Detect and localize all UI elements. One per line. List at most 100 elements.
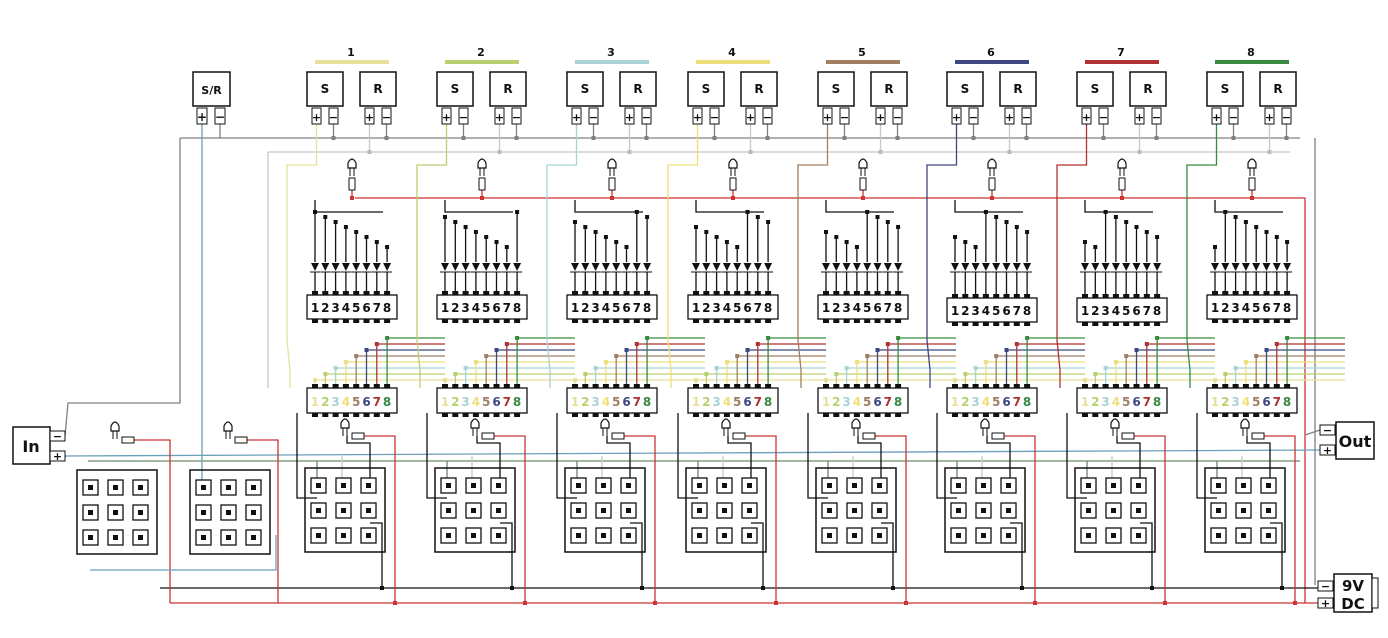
key-button[interactable] — [1000, 477, 1017, 494]
set-switch[interactable]: S+− — [687, 71, 725, 125]
key-button[interactable] — [1080, 477, 1097, 494]
key-button[interactable] — [440, 527, 457, 544]
key-button[interactable] — [107, 504, 124, 521]
key-button[interactable] — [821, 477, 838, 494]
key-button[interactable] — [620, 477, 637, 494]
key-button[interactable] — [465, 527, 482, 544]
key-button[interactable] — [691, 502, 708, 519]
key-button[interactable] — [310, 477, 327, 494]
key-button[interactable] — [1260, 502, 1277, 519]
key-button[interactable] — [132, 529, 149, 546]
key-button[interactable] — [950, 527, 967, 544]
key-button[interactable] — [846, 527, 863, 544]
key-button[interactable] — [310, 527, 327, 544]
key-button[interactable] — [620, 527, 637, 544]
key-button[interactable] — [846, 502, 863, 519]
key-button[interactable] — [741, 502, 758, 519]
key-button[interactable] — [741, 477, 758, 494]
key-button[interactable] — [1210, 502, 1227, 519]
key-button[interactable] — [691, 527, 708, 544]
key-button[interactable] — [82, 529, 99, 546]
key-button[interactable] — [1130, 477, 1147, 494]
key-button[interactable] — [490, 502, 507, 519]
key-button[interactable] — [465, 477, 482, 494]
key-button[interactable] — [871, 477, 888, 494]
key-button[interactable] — [871, 502, 888, 519]
key-button[interactable] — [132, 479, 149, 496]
key-button[interactable] — [570, 502, 587, 519]
key-button[interactable] — [975, 527, 992, 544]
reset-switch[interactable]: R+− — [489, 71, 527, 125]
reset-switch[interactable]: R+− — [999, 71, 1037, 125]
key-button[interactable] — [107, 479, 124, 496]
key-button[interactable] — [245, 479, 262, 496]
dc-supply-jack[interactable]: 9V DC − + — [1317, 573, 1379, 613]
set-switch[interactable]: S+− — [566, 71, 604, 125]
reset-switch[interactable]: R+− — [870, 71, 908, 125]
key-button[interactable] — [335, 477, 352, 494]
key-button[interactable] — [245, 529, 262, 546]
key-button[interactable] — [440, 477, 457, 494]
key-button[interactable] — [1235, 477, 1252, 494]
key-button[interactable] — [107, 529, 124, 546]
key-button[interactable] — [1080, 502, 1097, 519]
key-button[interactable] — [716, 477, 733, 494]
key-button[interactable] — [570, 527, 587, 544]
key-button[interactable] — [1000, 527, 1017, 544]
key-button[interactable] — [360, 527, 377, 544]
key-button[interactable] — [950, 477, 967, 494]
key-button[interactable] — [975, 477, 992, 494]
key-button[interactable] — [1130, 502, 1147, 519]
key-button[interactable] — [440, 502, 457, 519]
key-button[interactable] — [846, 477, 863, 494]
reset-switch[interactable]: R+− — [1129, 71, 1167, 125]
key-button[interactable] — [220, 479, 237, 496]
input-jack[interactable]: In − + — [12, 426, 66, 465]
key-button[interactable] — [195, 529, 212, 546]
key-button[interactable] — [595, 527, 612, 544]
key-button[interactable] — [1105, 527, 1122, 544]
key-button[interactable] — [1105, 502, 1122, 519]
key-button[interactable] — [82, 479, 99, 496]
key-button[interactable] — [821, 527, 838, 544]
key-button[interactable] — [82, 504, 99, 521]
set-switch[interactable]: S+− — [946, 71, 984, 125]
key-button[interactable] — [975, 502, 992, 519]
key-button[interactable] — [1235, 502, 1252, 519]
key-button[interactable] — [335, 527, 352, 544]
key-button[interactable] — [871, 527, 888, 544]
key-button[interactable] — [1080, 527, 1097, 544]
key-button[interactable] — [220, 504, 237, 521]
set-switch[interactable]: S+− — [1076, 71, 1114, 125]
key-button[interactable] — [570, 477, 587, 494]
key-button[interactable] — [1210, 477, 1227, 494]
set-switch[interactable]: S+− — [436, 71, 474, 125]
key-button[interactable] — [716, 527, 733, 544]
power-switch[interactable]: S/R + − — [192, 71, 231, 125]
key-button[interactable] — [741, 527, 758, 544]
key-button[interactable] — [1130, 527, 1147, 544]
set-switch[interactable]: S+− — [1206, 71, 1244, 125]
key-button[interactable] — [1210, 527, 1227, 544]
key-button[interactable] — [595, 502, 612, 519]
key-button[interactable] — [335, 502, 352, 519]
key-button[interactable] — [716, 502, 733, 519]
key-button[interactable] — [490, 527, 507, 544]
output-jack[interactable]: Out − + — [1319, 421, 1375, 460]
key-button[interactable] — [490, 477, 507, 494]
key-button[interactable] — [132, 504, 149, 521]
key-button[interactable] — [950, 502, 967, 519]
key-button[interactable] — [595, 477, 612, 494]
key-button[interactable] — [465, 502, 482, 519]
key-button[interactable] — [1235, 527, 1252, 544]
reset-switch[interactable]: R+− — [740, 71, 778, 125]
set-switch[interactable]: S+− — [306, 71, 344, 125]
key-button[interactable] — [195, 479, 212, 496]
key-button[interactable] — [220, 529, 237, 546]
set-switch[interactable]: S+− — [817, 71, 855, 125]
key-button[interactable] — [1260, 527, 1277, 544]
key-button[interactable] — [1000, 502, 1017, 519]
reset-switch[interactable]: R+− — [1259, 71, 1297, 125]
key-button[interactable] — [310, 502, 327, 519]
key-button[interactable] — [821, 502, 838, 519]
